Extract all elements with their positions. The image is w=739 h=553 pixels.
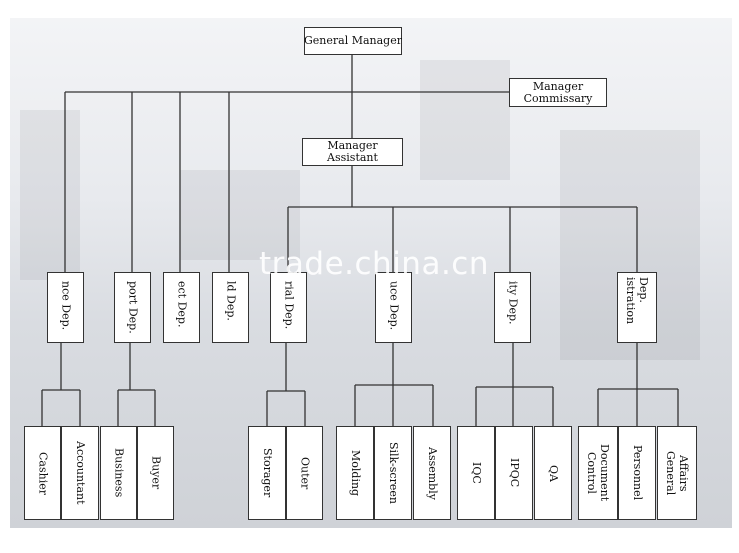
quality-dept-box: ity Dep. — [494, 272, 531, 343]
produce-dept-label: uce Dep. — [387, 281, 401, 331]
silkscreen-box: Silk-screen — [374, 426, 412, 520]
personnel-box: Personnel — [618, 426, 656, 520]
project-dept-box: ect Dep. — [163, 272, 200, 343]
silkscreen-label: Silk-screen — [387, 442, 400, 504]
produce-dept-box: uce Dep. — [375, 272, 412, 343]
import-dept-label: port Dep. — [126, 281, 140, 334]
outer-label: Outer — [298, 456, 312, 490]
assembly-label: Assembly — [426, 446, 439, 500]
buyer-box: Buyer — [137, 426, 174, 520]
storager-label: Storager — [261, 448, 274, 498]
business-label: Business — [112, 448, 126, 498]
world-dept-box: ld Dep. — [212, 272, 249, 343]
control-document-label-line1: Control — [585, 452, 598, 494]
finance-dept-box: nce Dep. — [47, 272, 84, 343]
personnel-label: Personnel — [631, 445, 644, 501]
buyer-label: Buyer — [149, 456, 163, 490]
quality-dept-label: ity Dep. — [506, 281, 520, 325]
control-document-label-line2: Document — [598, 444, 611, 502]
cashier-box: Cashier — [24, 426, 61, 520]
administration-dept-label-line2: Dep. — [637, 277, 650, 303]
qa-box: QA — [534, 426, 572, 520]
background-window — [420, 60, 510, 180]
cashier-label: Cashier — [36, 451, 50, 495]
background-window — [20, 110, 80, 280]
general-affairs-box: General Affairs — [657, 426, 697, 520]
general-affairs-label-line1: General — [664, 450, 677, 496]
project-dept-label: ect Dep. — [175, 281, 189, 328]
ipqc-box: IPQC — [495, 426, 533, 520]
background-window — [180, 170, 300, 260]
watermark: trade.china.cn — [259, 246, 489, 282]
assembly-box: Assembly — [413, 426, 451, 520]
manager-commissary-label-line2: Commissary — [523, 91, 593, 105]
administration-dept-box: istration Dep. — [617, 272, 657, 343]
business-box: Business — [100, 426, 137, 520]
molding-box: Molding — [336, 426, 374, 520]
accountant-box: Accountant — [61, 426, 99, 520]
material-dept-label: rial Dep. — [282, 281, 296, 330]
general-manager-box: General Manager — [304, 27, 402, 55]
material-dept-box: rial Dep. — [270, 272, 307, 343]
accountant-label: Accountant — [74, 441, 87, 505]
world-dept-label: ld Dep. — [224, 281, 238, 321]
finance-dept-label: nce Dep. — [59, 281, 73, 331]
storager-box: Storager — [248, 426, 286, 520]
qa-label: QA — [547, 464, 560, 482]
general-affairs-label-line2: Affairs — [677, 454, 690, 492]
manager-assistant-label-line1: Manager — [327, 139, 378, 152]
control-document-box: Control Document — [578, 426, 618, 520]
manager-commissary-box: Manager Commissary — [509, 78, 607, 107]
molding-label: Molding — [349, 449, 362, 497]
manager-commissary-label-line1: Manager — [532, 79, 584, 93]
iqc-box: IQC — [457, 426, 495, 520]
general-manager-label: General Manager — [304, 34, 402, 47]
manager-assistant-box: Manager Assistant — [302, 138, 403, 166]
ipqc-label: IPQC — [508, 458, 521, 488]
administration-dept-label-line1: istration — [624, 277, 637, 325]
import-dept-box: port Dep. — [114, 272, 151, 343]
manager-assistant-label-line2: Assistant — [327, 151, 378, 164]
outer-box: Outer — [286, 426, 323, 520]
iqc-label: IQC — [470, 462, 483, 484]
